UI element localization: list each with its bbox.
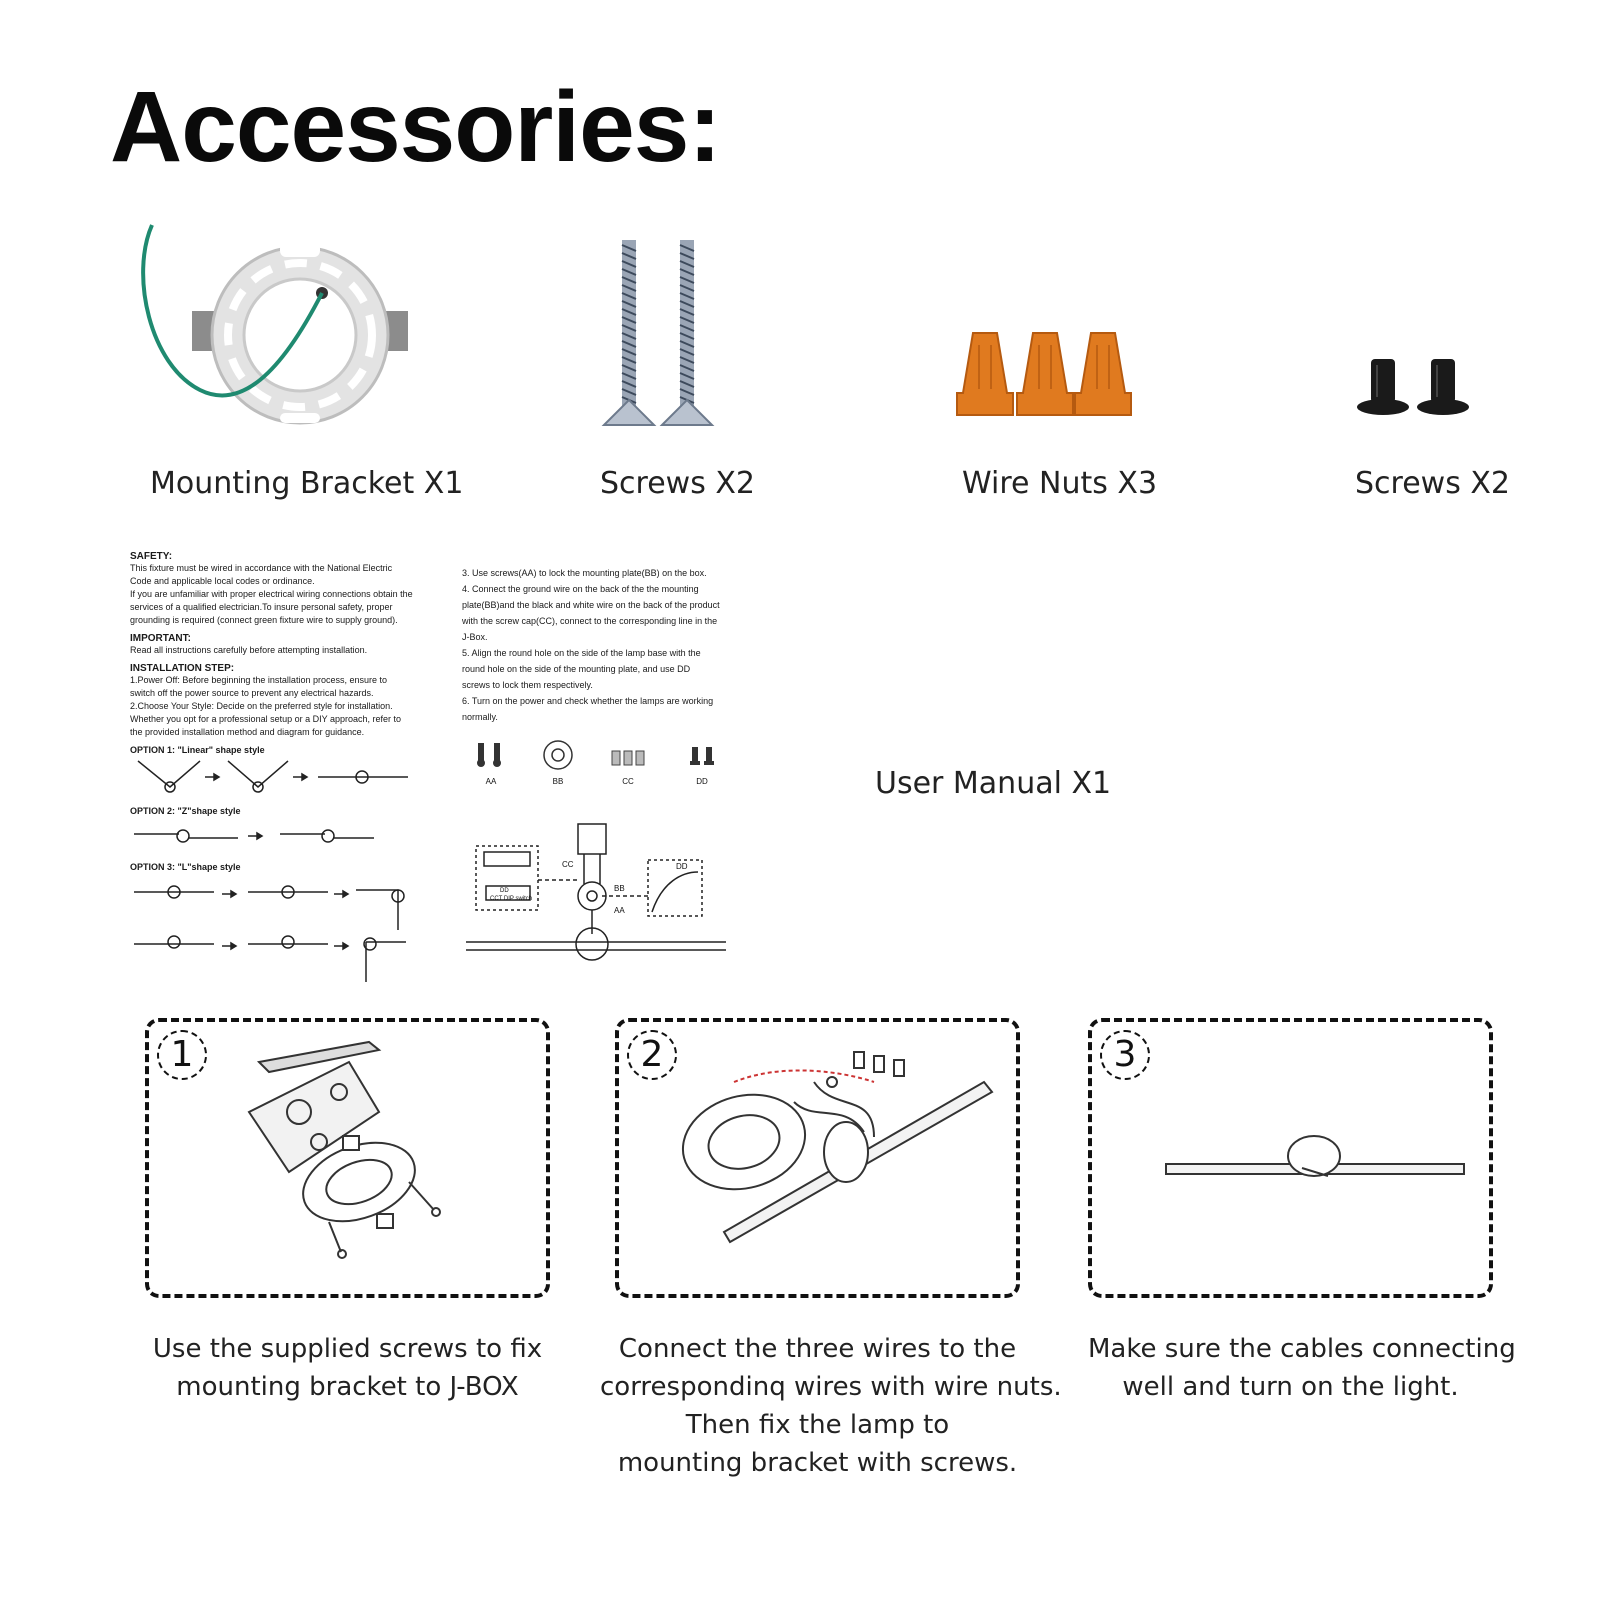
- manual-option-2: OPTION 2: "Z"shape style: [130, 806, 241, 816]
- step-1-number: 1: [157, 1030, 207, 1080]
- step-3-number: 3: [1100, 1030, 1150, 1080]
- manual-step-line: 5. Align the round hole on the side of t…: [462, 648, 701, 658]
- manual-step-line: 6. Turn on the power and check whether t…: [462, 696, 714, 706]
- mounting-bracket-icon: [130, 215, 420, 425]
- step-2-illustration: [681, 1051, 994, 1244]
- manual-install-heading: INSTALLATION STEP:: [130, 663, 235, 674]
- manual-assembly-diagram: CC BB AA DD DD CCT DIP switch: [462, 820, 737, 968]
- manual-install-line: 1.Power Off: Before beginning the instal…: [130, 675, 387, 685]
- diagram-label-dd: DD: [676, 862, 688, 871]
- manual-option-3: OPTION 3: "L"shape style: [130, 862, 241, 872]
- caption-line: Then fix the lamp to: [685, 1410, 950, 1440]
- manual-safety-heading: SAFETY:: [130, 551, 173, 562]
- caption-line: well and turn on the light.: [1122, 1372, 1459, 1402]
- accessory-label-wire-nuts: Wire Nuts X3: [962, 466, 1158, 501]
- manual-step-line: screws to lock them respectively.: [462, 680, 593, 690]
- manual-option-1: OPTION 1: "Linear" shape style: [130, 745, 265, 755]
- step-3-caption: Make sure the cables connecting well and…: [1088, 1330, 1516, 1406]
- manual-label: User Manual X1: [875, 766, 1112, 801]
- manual-safety-line: If you are unfamiliar with proper electr…: [130, 589, 413, 599]
- step-2-caption: Connect the three wires to the correspon…: [600, 1330, 1062, 1482]
- manual-step-line: with the screw cap(CC), connect to the c…: [462, 616, 718, 626]
- step-2-number: 2: [627, 1030, 677, 1080]
- manual-right-page: 3. Use screws(AA) to lock the mounting p…: [462, 565, 762, 990]
- manual-safety-line: services of a qualified electrician.To i…: [130, 602, 393, 612]
- page-title: Accessories:: [110, 71, 722, 183]
- option-2-diagram: [134, 829, 374, 843]
- manual-step-line: normally.: [462, 712, 498, 722]
- step-2-panel: 2: [615, 1018, 1020, 1298]
- caption-line: Make sure the cables connecting: [1088, 1334, 1516, 1364]
- accessory-label-short-screws: Screws X2: [1355, 466, 1511, 501]
- wire-nuts-icon: [955, 325, 1135, 425]
- accessory-label-bracket: Mounting Bracket X1: [150, 466, 464, 501]
- part-label-aa: AA: [485, 777, 497, 786]
- manual-step-line: 4. Connect the ground wire on the back o…: [462, 584, 699, 594]
- step-1-panel: 1: [145, 1018, 550, 1298]
- caption-line: correspondinq wires with wire nuts.: [600, 1372, 1062, 1402]
- manual-step-line: J-Box.: [462, 632, 488, 642]
- manual-install-line: the provided installation method and dia…: [130, 727, 365, 737]
- step-1-illustration: [247, 1040, 441, 1259]
- manual-install-line: switch off the power source to prevent a…: [130, 688, 374, 698]
- manual-install-line: Whether you opt for a professional setup…: [130, 714, 401, 724]
- diagram-label-cc: CC: [562, 860, 574, 869]
- step-3-panel: 3: [1088, 1018, 1493, 1298]
- manual-safety-line: This fixture must be wired in accordance…: [130, 563, 393, 573]
- step-1-caption: Use the supplied screws to fix mounting …: [145, 1330, 550, 1406]
- caption-line: mounting bracket to J-BOX: [176, 1372, 519, 1402]
- manual-important-heading: IMPORTANT:: [130, 633, 191, 644]
- diagram-label-aa: AA: [614, 906, 625, 915]
- caption-line: mounting bracket with screws.: [617, 1448, 1018, 1478]
- diagram-label-bb: BB: [614, 884, 625, 893]
- diagram-label-switch: CCT DIP switch: [490, 896, 533, 902]
- manual-step-line: plate(BB)and the black and white wire on…: [462, 600, 720, 610]
- part-label-dd: DD: [696, 777, 708, 786]
- step-3-illustration: [1165, 1135, 1465, 1177]
- manual-step-line: 3. Use screws(AA) to lock the mounting p…: [462, 568, 707, 578]
- manual-safety-line: Code and applicable local codes or ordin…: [130, 576, 315, 586]
- caption-line: Connect the three wires to the: [618, 1334, 1017, 1364]
- manual-left-page: SAFETY: This fixture must be wired in ac…: [130, 545, 430, 985]
- accessory-label-long-screws: Screws X2: [600, 466, 756, 501]
- option-1-diagram: [137, 760, 408, 793]
- manual-parts-row: AA BB CC DD: [470, 737, 730, 789]
- caption-line: Use the supplied screws to fix: [152, 1334, 543, 1364]
- part-label-cc: CC: [622, 777, 634, 786]
- part-label-bb: BB: [552, 777, 564, 786]
- manual-step-line: round hole on the side of the mounting p…: [462, 664, 691, 674]
- manual-safety-line: grounding is required (connect green fix…: [130, 615, 398, 625]
- short-screws-icon: [1355, 355, 1480, 425]
- diagram-label-dd-small: DD: [500, 888, 509, 894]
- option-3-diagram: [134, 885, 406, 982]
- manual-important-line: Read all instructions carefully before a…: [130, 645, 368, 655]
- manual-install-line: 2.Choose Your Style: Decide on the prefe…: [130, 701, 393, 711]
- long-screws-icon: [600, 235, 735, 435]
